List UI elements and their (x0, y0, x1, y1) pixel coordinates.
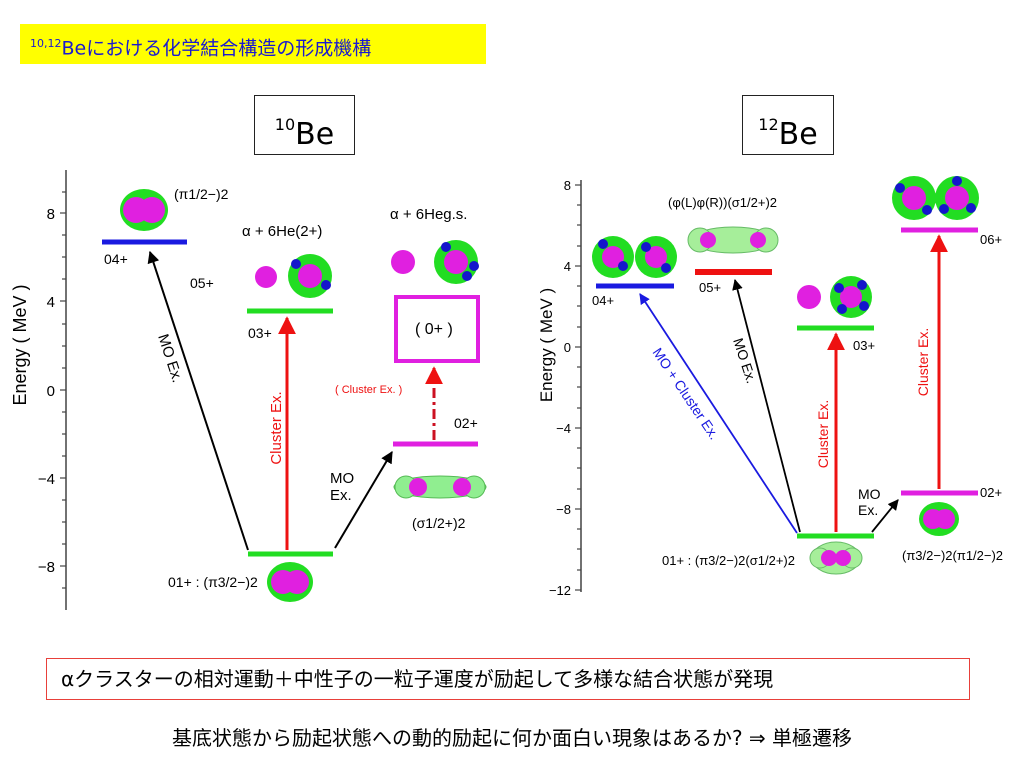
tick-label: 8 (47, 206, 55, 223)
level-0-plus-box (394, 295, 480, 363)
tick-label: 4 (47, 294, 55, 311)
cluster-pictogram-ground (267, 562, 313, 602)
label-0-3: 03+ (853, 338, 875, 353)
nucleus-label-be12: 12Be (742, 95, 834, 155)
label-ground: 01+ : (π3/2−)2(σ1/2+)2 (662, 553, 795, 568)
cluster-pictogram-02-sigma (393, 475, 487, 499)
cluster-pictogram-gs-he6 (391, 240, 479, 284)
cluster-ex-paren-label: ( Cluster Ex. ) (335, 384, 402, 396)
cluster-pictogram-06 (892, 176, 979, 220)
cluster-ex-label: Cluster Ex. (815, 400, 831, 468)
element-symbol: Be (295, 117, 335, 152)
mo-ex-arrow-short (334, 450, 393, 549)
alpha-he-excited: α + 6He(2+) (242, 223, 322, 240)
question-text: 基底状態から励起状態への動的励起に何か面白い現象はあるか? ⇒ 単極遷移 (171, 726, 853, 750)
cluster-pictogram-03 (797, 276, 872, 318)
cluster-pictogram-04 (592, 236, 677, 278)
mass-number: 10 (274, 115, 296, 134)
tick-label: 0 (47, 383, 55, 400)
nucleus-label-be10: 10Be (254, 95, 355, 155)
tick-label: 4 (564, 259, 571, 274)
title-text: Beにおける化学結合構造の形成機構 (61, 37, 372, 60)
energy-level-diagrams: 8 4 0 −4 −8 Energy ( MeV ) 04+ 05+ 03+ 0… (10, 170, 1003, 610)
summary-box: αクラスターの相対運動＋中性子の一粒子運度が励起して多様な結合状態が発現 (46, 658, 970, 700)
mo-label-1: MO (330, 470, 354, 487)
label-0-2: 02+ (980, 485, 1002, 500)
mo-ex-arrow (147, 250, 249, 551)
summary-text: αクラスターの相対運動＋中性子の一粒子運度が励起して多様な結合状態が発現 (61, 667, 774, 691)
left-panel: 8 4 0 −4 −8 Energy ( MeV ) 04+ 05+ 03+ 0… (10, 170, 487, 610)
title-superscript: 10,12 (30, 37, 62, 50)
alpha-he-gs: α + 6Heg.s. (390, 206, 467, 223)
tick-label: −12 (549, 583, 571, 598)
right-panel: 8 4 0 −4 −8 −12 Energy ( MeV ) 04+ 05+ 0… (537, 176, 1003, 598)
tick-label: −8 (38, 559, 55, 576)
cluster-pictogram-03 (255, 254, 332, 298)
label-0-5: 05+ (699, 280, 721, 295)
y-ticks (60, 191, 66, 589)
label-0-4: 04+ (104, 251, 128, 267)
tick-label: −8 (556, 502, 571, 517)
cluster-ex-label-06: Cluster Ex. (915, 328, 931, 396)
mo-label-2: Ex. (858, 502, 878, 518)
cluster-pictogram-02 (919, 502, 959, 536)
mo-label-1: MO (858, 486, 881, 502)
cluster-pictogram-04 (120, 189, 168, 231)
tick-label: 0 (564, 340, 571, 355)
title-banner: 10,12Beにおける化学結合構造の形成機構 (20, 24, 486, 64)
mo-ex-arrow (732, 278, 801, 533)
label-0-2: 02+ (454, 415, 478, 431)
element-symbol: Be (778, 117, 818, 152)
label-0-6: 06+ (980, 232, 1002, 247)
label-ground: 01+ : (π3/2−)2 (168, 574, 258, 590)
tick-label: 8 (564, 178, 571, 193)
y-ticks (575, 184, 581, 591)
label-0-3: 03+ (248, 325, 272, 341)
config-0-2: (π3/2−)2(π1/2−)2 (902, 548, 1003, 563)
mo-ex-label: MO Ex. (154, 332, 186, 385)
y-axis-label: Energy ( MeV ) (537, 288, 556, 402)
label-0-4: 04+ (592, 293, 614, 308)
config-top: (π1/2−)2 (174, 186, 229, 202)
tick-label: −4 (556, 421, 571, 436)
config-0-5: (φ(L)φ(R))(σ1/2+)2 (668, 195, 777, 210)
y-axis-label: Energy ( MeV ) (10, 284, 30, 405)
mo-label-2: Ex. (330, 487, 352, 504)
mass-number: 12 (758, 115, 779, 134)
tick-label: −4 (38, 471, 55, 488)
label-0-plus: ( 0+ ) (415, 321, 453, 338)
cluster-pictogram-ground (809, 541, 863, 575)
cluster-ex-label: Cluster Ex. (268, 391, 285, 464)
label-0-5: 05+ (190, 275, 214, 291)
config-sigma: (σ1/2+)2 (412, 515, 466, 531)
mo-cluster-ex-arrow (639, 293, 798, 534)
mo-cluster-ex-label: MO + Cluster Ex. (650, 345, 723, 443)
cluster-pictogram-05 (687, 226, 779, 254)
mo-ex-arrow-short (871, 499, 899, 533)
